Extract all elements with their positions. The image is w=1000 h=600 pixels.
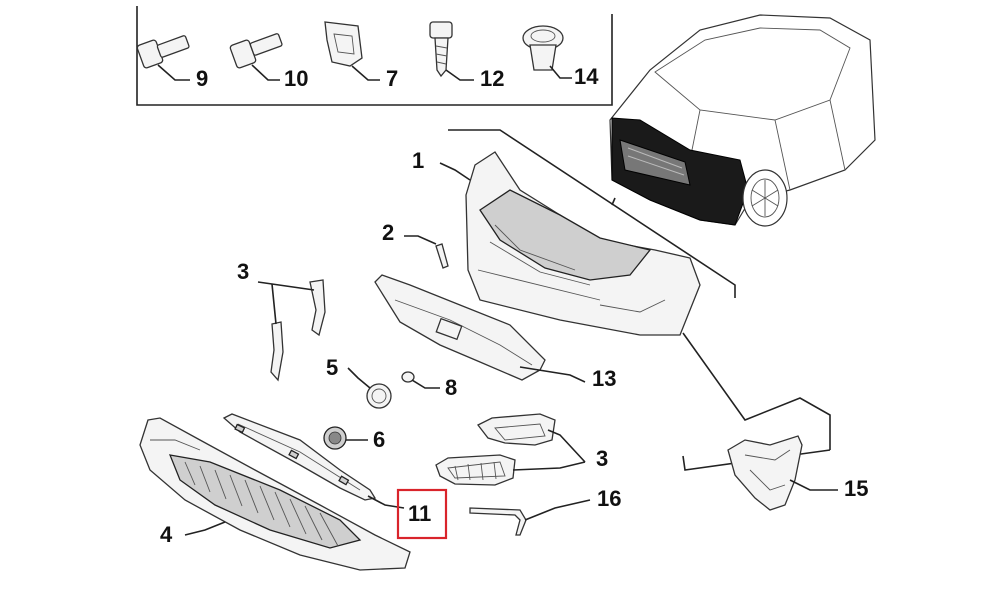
part-16-trim-strip: 16 bbox=[469, 486, 621, 536]
part-3-fog-bezels: 3 bbox=[435, 413, 608, 486]
callout-6: 6 bbox=[373, 427, 385, 452]
part-9-bolt: 9 bbox=[136, 35, 208, 91]
car-illustration bbox=[609, 14, 876, 227]
callout-7: 7 bbox=[386, 66, 398, 91]
part-3-side-brackets: 3 bbox=[237, 259, 326, 382]
callout-8: 8 bbox=[445, 375, 457, 400]
part-10-bolt: 10 bbox=[229, 33, 308, 91]
callout-3-right: 3 bbox=[596, 446, 608, 471]
callout-12: 12 bbox=[480, 66, 504, 91]
callout-9: 9 bbox=[196, 66, 208, 91]
callout-15: 15 bbox=[844, 476, 868, 501]
part-8-plug: 8 bbox=[401, 371, 457, 400]
part-15-side-bracket: 15 bbox=[727, 435, 868, 511]
callout-10: 10 bbox=[284, 66, 308, 91]
part-7-clip-nut: 7 bbox=[324, 21, 398, 91]
callout-4: 4 bbox=[160, 522, 173, 547]
callout-14: 14 bbox=[574, 64, 599, 89]
part-6-logo-badge: 6 bbox=[323, 426, 385, 452]
callout-16: 16 bbox=[597, 486, 621, 511]
grille-slats bbox=[184, 461, 339, 547]
callout-3-left: 3 bbox=[237, 259, 249, 284]
callout-5: 5 bbox=[326, 355, 338, 380]
part-12-screw: 12 bbox=[429, 21, 504, 91]
part-1-front-bumper: 1 bbox=[412, 148, 701, 336]
part-14-push-clip: 14 bbox=[522, 25, 599, 89]
part-13-absorber: 13 bbox=[374, 274, 616, 391]
callout-11[interactable]: 11 bbox=[408, 501, 431, 526]
callout-13: 13 bbox=[592, 366, 616, 391]
part-2-bracket: 2 bbox=[382, 220, 449, 269]
hardware-box bbox=[136, 6, 613, 106]
callout-1: 1 bbox=[412, 148, 424, 173]
part-5-emblem: 5 bbox=[326, 355, 392, 409]
callout-2: 2 bbox=[382, 220, 394, 245]
part-4-lower-grille: 4 bbox=[139, 417, 411, 571]
callout-11-highlight[interactable]: 11 bbox=[396, 488, 448, 540]
